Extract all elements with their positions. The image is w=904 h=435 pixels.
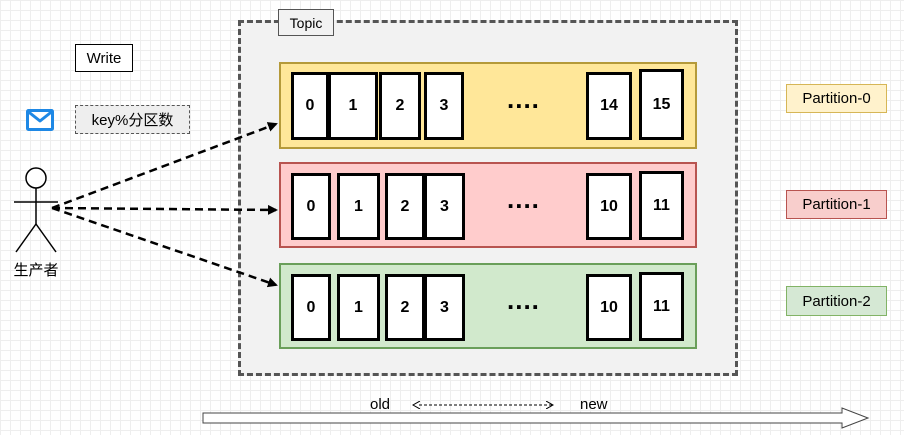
timeline-old-label: old (370, 396, 391, 413)
offset-cell: 14 (586, 72, 632, 140)
offset-cell: 3 (424, 72, 464, 140)
offset-cell: 1 (337, 173, 380, 240)
partition-2-log: 0 1 2 3 .... 10 11 (279, 263, 697, 349)
write-label-box: Write (75, 44, 133, 72)
write-arrow-partition-0 (51, 122, 278, 210)
offset-cell: 0 (291, 274, 331, 341)
offset-cell: 0 (291, 72, 329, 140)
partition-1-label: Partition-1 (786, 190, 887, 219)
envelope-icon (26, 108, 54, 132)
producer-actor-icon (8, 166, 64, 256)
ellipsis: .... (507, 285, 540, 315)
topic-label-text: Topic (289, 14, 323, 31)
ellipsis: .... (507, 184, 540, 214)
offset-cell: 2 (385, 274, 425, 341)
write-arrow-partition-2 (51, 206, 278, 288)
offset-cell: 1 (328, 72, 378, 140)
offset-cell: 11 (639, 272, 684, 341)
partition-formula-label: key%分区数 (91, 112, 174, 129)
offset-cell: 0 (291, 173, 331, 240)
partition-0-log: 0 1 2 3 .... 14 15 (279, 62, 697, 149)
ellipsis: .... (507, 84, 540, 114)
topic-label: Topic (278, 9, 334, 36)
offset-cell: 3 (424, 274, 465, 341)
offset-cell: 3 (424, 173, 465, 240)
offset-cell: 10 (586, 173, 632, 240)
partition-0-label-text: Partition-0 (802, 90, 871, 107)
partition-0-label: Partition-0 (786, 84, 887, 113)
write-arrow-partition-1 (51, 204, 278, 215)
partition-2-label-text: Partition-2 (802, 292, 871, 310)
time-direction-arrow (202, 407, 870, 429)
offset-cell: 2 (385, 173, 425, 240)
partition-formula-box: key%分区数 (75, 105, 190, 134)
partition-1-log: 0 1 2 3 .... 10 11 (279, 162, 697, 248)
offset-cell: 11 (639, 171, 684, 240)
producer-label: 生产者 (13, 262, 59, 279)
offset-cell: 10 (586, 274, 632, 341)
timeline-new-label: new (580, 396, 608, 413)
partition-1-label-text: Partition-1 (802, 196, 871, 213)
offset-cell: 1 (337, 274, 380, 341)
offset-cell: 2 (379, 72, 421, 140)
write-label: Write (86, 49, 122, 67)
partition-2-label: Partition-2 (786, 286, 887, 316)
offset-cell: 15 (639, 69, 684, 140)
